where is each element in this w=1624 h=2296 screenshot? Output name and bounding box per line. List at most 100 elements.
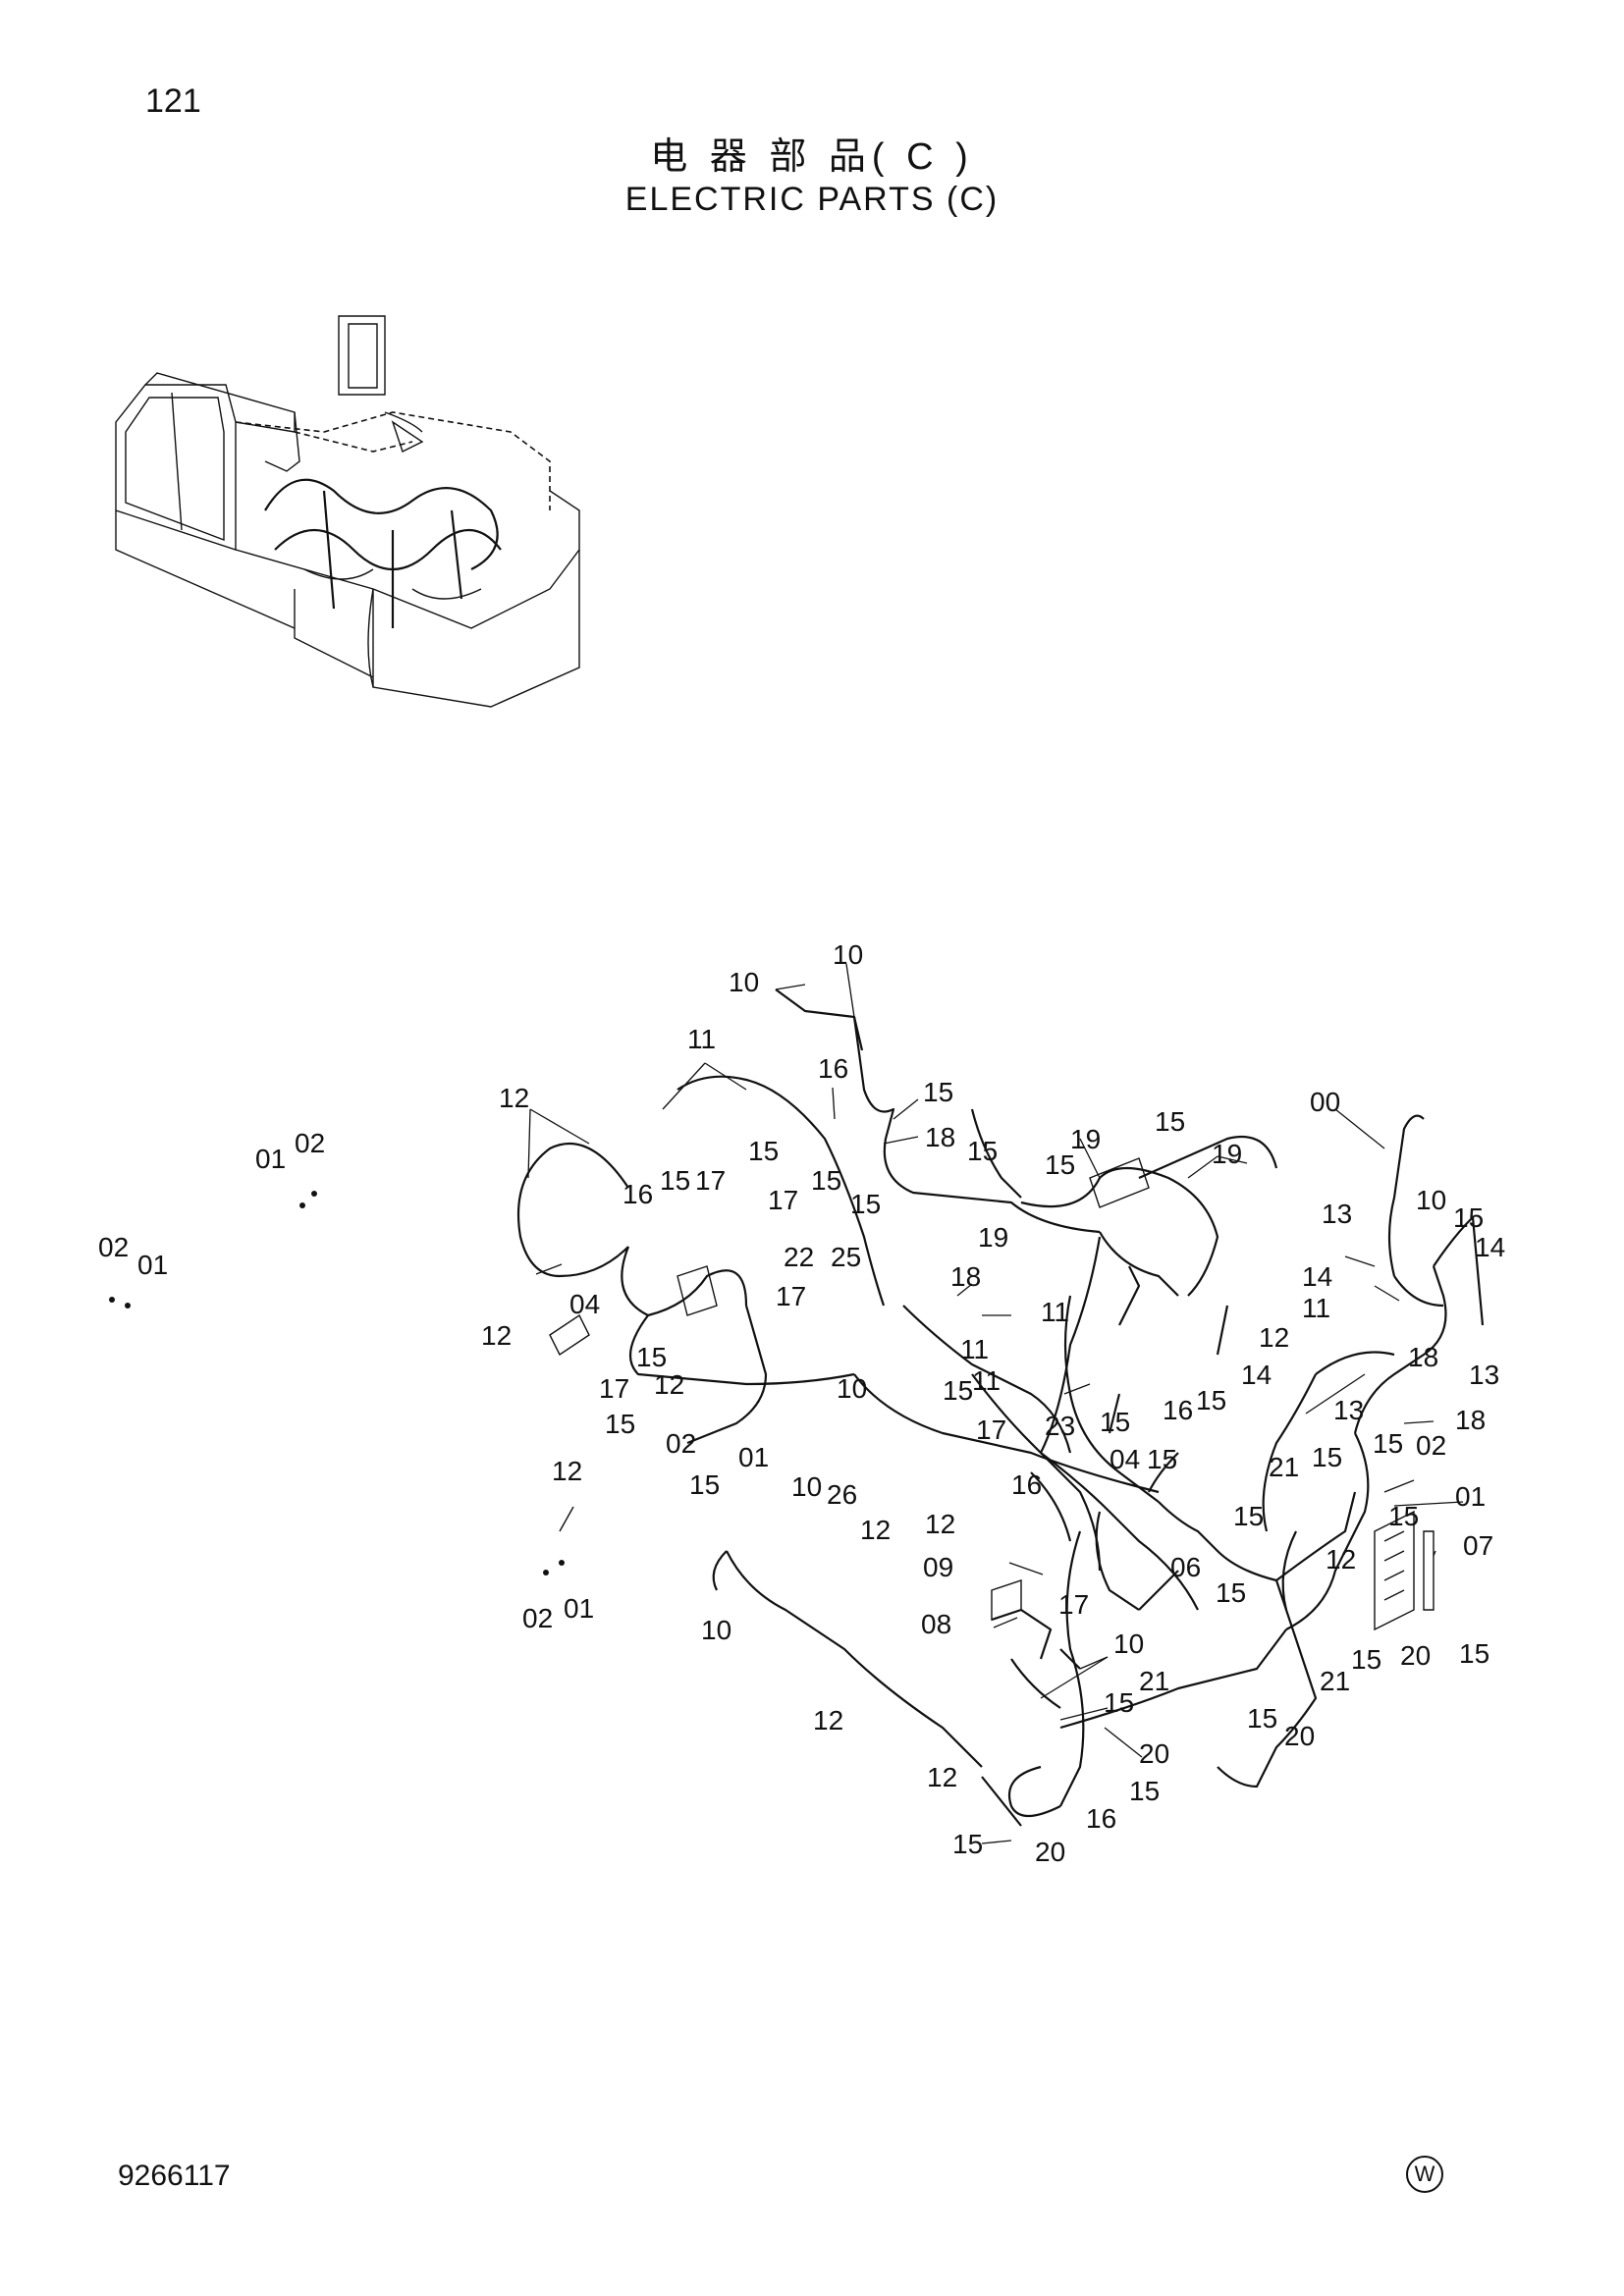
watermark-circle-mark: W — [1406, 2156, 1443, 2193]
callout: 21 — [1269, 1452, 1299, 1482]
callout: 12 — [552, 1456, 582, 1486]
callout: 22 — [784, 1242, 814, 1272]
callout: 26 — [827, 1479, 857, 1510]
callout: 20 — [1139, 1738, 1169, 1769]
document-id: 9266117 — [118, 2160, 231, 2192]
callout: 19 — [1212, 1139, 1242, 1169]
callout: 09 — [923, 1552, 953, 1582]
callout: 02 — [1416, 1430, 1446, 1461]
callout: 15 — [952, 1829, 983, 1859]
callout: 15 — [1196, 1385, 1226, 1415]
callout: 15 — [1155, 1106, 1185, 1137]
callout: 01 — [564, 1593, 594, 1624]
callout: 11 — [960, 1334, 989, 1364]
callout: 12 — [925, 1509, 955, 1539]
callout: 14 — [1475, 1232, 1505, 1262]
loose-parts — [109, 1191, 574, 1575]
callout: 15 — [943, 1375, 973, 1406]
callout: 15 — [660, 1165, 690, 1196]
callout: 17 — [1058, 1589, 1089, 1620]
callout: 02 — [522, 1603, 553, 1633]
callout: 12 — [1259, 1322, 1289, 1353]
callout: 04 — [569, 1289, 600, 1319]
callout: 04 — [1110, 1444, 1140, 1474]
callout: 19 — [978, 1222, 1008, 1253]
callout: 21 — [1139, 1666, 1169, 1696]
callout: 18 — [925, 1122, 955, 1152]
callout: 11 — [972, 1365, 1001, 1396]
callout: 15 — [1373, 1428, 1403, 1459]
callout: 10 — [791, 1471, 822, 1502]
callout: 15 — [967, 1136, 998, 1166]
callout: 07 — [1463, 1530, 1493, 1561]
callout: 16 — [818, 1053, 848, 1084]
callout: 15 — [1147, 1444, 1177, 1474]
callout: 16 — [623, 1179, 653, 1209]
callout: 02 — [295, 1128, 325, 1158]
callout: 12 — [1326, 1544, 1356, 1575]
callout: 02 — [666, 1428, 696, 1459]
callout: 10 — [1113, 1629, 1144, 1659]
callout: 12 — [813, 1705, 843, 1735]
callout: 17 — [976, 1415, 1006, 1445]
callout: 18 — [950, 1261, 981, 1292]
callout: 21 — [1320, 1666, 1350, 1696]
callout: 12 — [481, 1320, 512, 1351]
callout: 16 — [1086, 1803, 1116, 1834]
callout: 01 — [255, 1144, 286, 1174]
callout: 10 — [729, 967, 759, 997]
callout: 17 — [776, 1281, 806, 1311]
callout: 12 — [499, 1083, 529, 1113]
callout-leaders — [527, 963, 1464, 1844]
callout: 10 — [701, 1615, 731, 1645]
page-number: 121 — [145, 82, 201, 120]
callout: 15 — [1247, 1703, 1277, 1734]
callout: 12 — [860, 1515, 891, 1545]
excavator-overview-sketch — [115, 315, 580, 708]
callout: 20 — [1035, 1837, 1065, 1867]
callout: 15 — [1216, 1577, 1246, 1608]
callout: 16 — [1163, 1395, 1193, 1425]
callout: 17 — [768, 1185, 798, 1215]
wire-harness-drawing — [516, 988, 1485, 1827]
callout: 15 — [1045, 1149, 1075, 1180]
callout: 15 — [748, 1136, 779, 1166]
callout: 15 — [1351, 1644, 1381, 1675]
callout: 15 — [1129, 1776, 1160, 1806]
callout: 13 — [1469, 1360, 1499, 1390]
callout-labels: 10 10 11 12 16 15 18 15 19 15 19 15 00 0… — [98, 939, 1505, 1867]
page-title-english: ELECTRIC PARTS (C) — [624, 181, 1000, 218]
callout: 15 — [1388, 1501, 1419, 1531]
callout: 10 — [1416, 1185, 1446, 1215]
callout: 23 — [1045, 1411, 1075, 1441]
callout: 01 — [1455, 1481, 1486, 1512]
callout: 15 — [1453, 1202, 1484, 1233]
callout: 15 — [850, 1189, 881, 1219]
callout: 14 — [1302, 1261, 1332, 1292]
callout: 16 — [1011, 1469, 1042, 1500]
callout: 06 — [1170, 1552, 1201, 1582]
callout: 25 — [831, 1242, 861, 1272]
callout: 10 — [837, 1373, 867, 1404]
callout: 14 — [1241, 1360, 1272, 1390]
callout: 02 — [98, 1232, 129, 1262]
callout: 08 — [921, 1609, 951, 1639]
callout: 18 — [1408, 1342, 1438, 1372]
callout: 19 — [1070, 1124, 1101, 1154]
callout: 15 — [1312, 1442, 1342, 1472]
callout: 15 — [636, 1342, 667, 1372]
callout: 17 — [599, 1373, 629, 1404]
callout: 12 — [927, 1762, 957, 1792]
callout: 15 — [923, 1077, 953, 1107]
callout: 15 — [1233, 1501, 1264, 1531]
callout: 01 — [738, 1442, 769, 1472]
callout: 00 — [1310, 1087, 1340, 1117]
callout: 11 — [687, 1024, 716, 1054]
callout: 01 — [137, 1250, 168, 1280]
callout: 11 — [1302, 1293, 1330, 1323]
callout: 13 — [1322, 1199, 1352, 1229]
callout: 15 — [689, 1469, 720, 1500]
callout: 20 — [1284, 1721, 1315, 1751]
callout: 13 — [1333, 1395, 1364, 1425]
